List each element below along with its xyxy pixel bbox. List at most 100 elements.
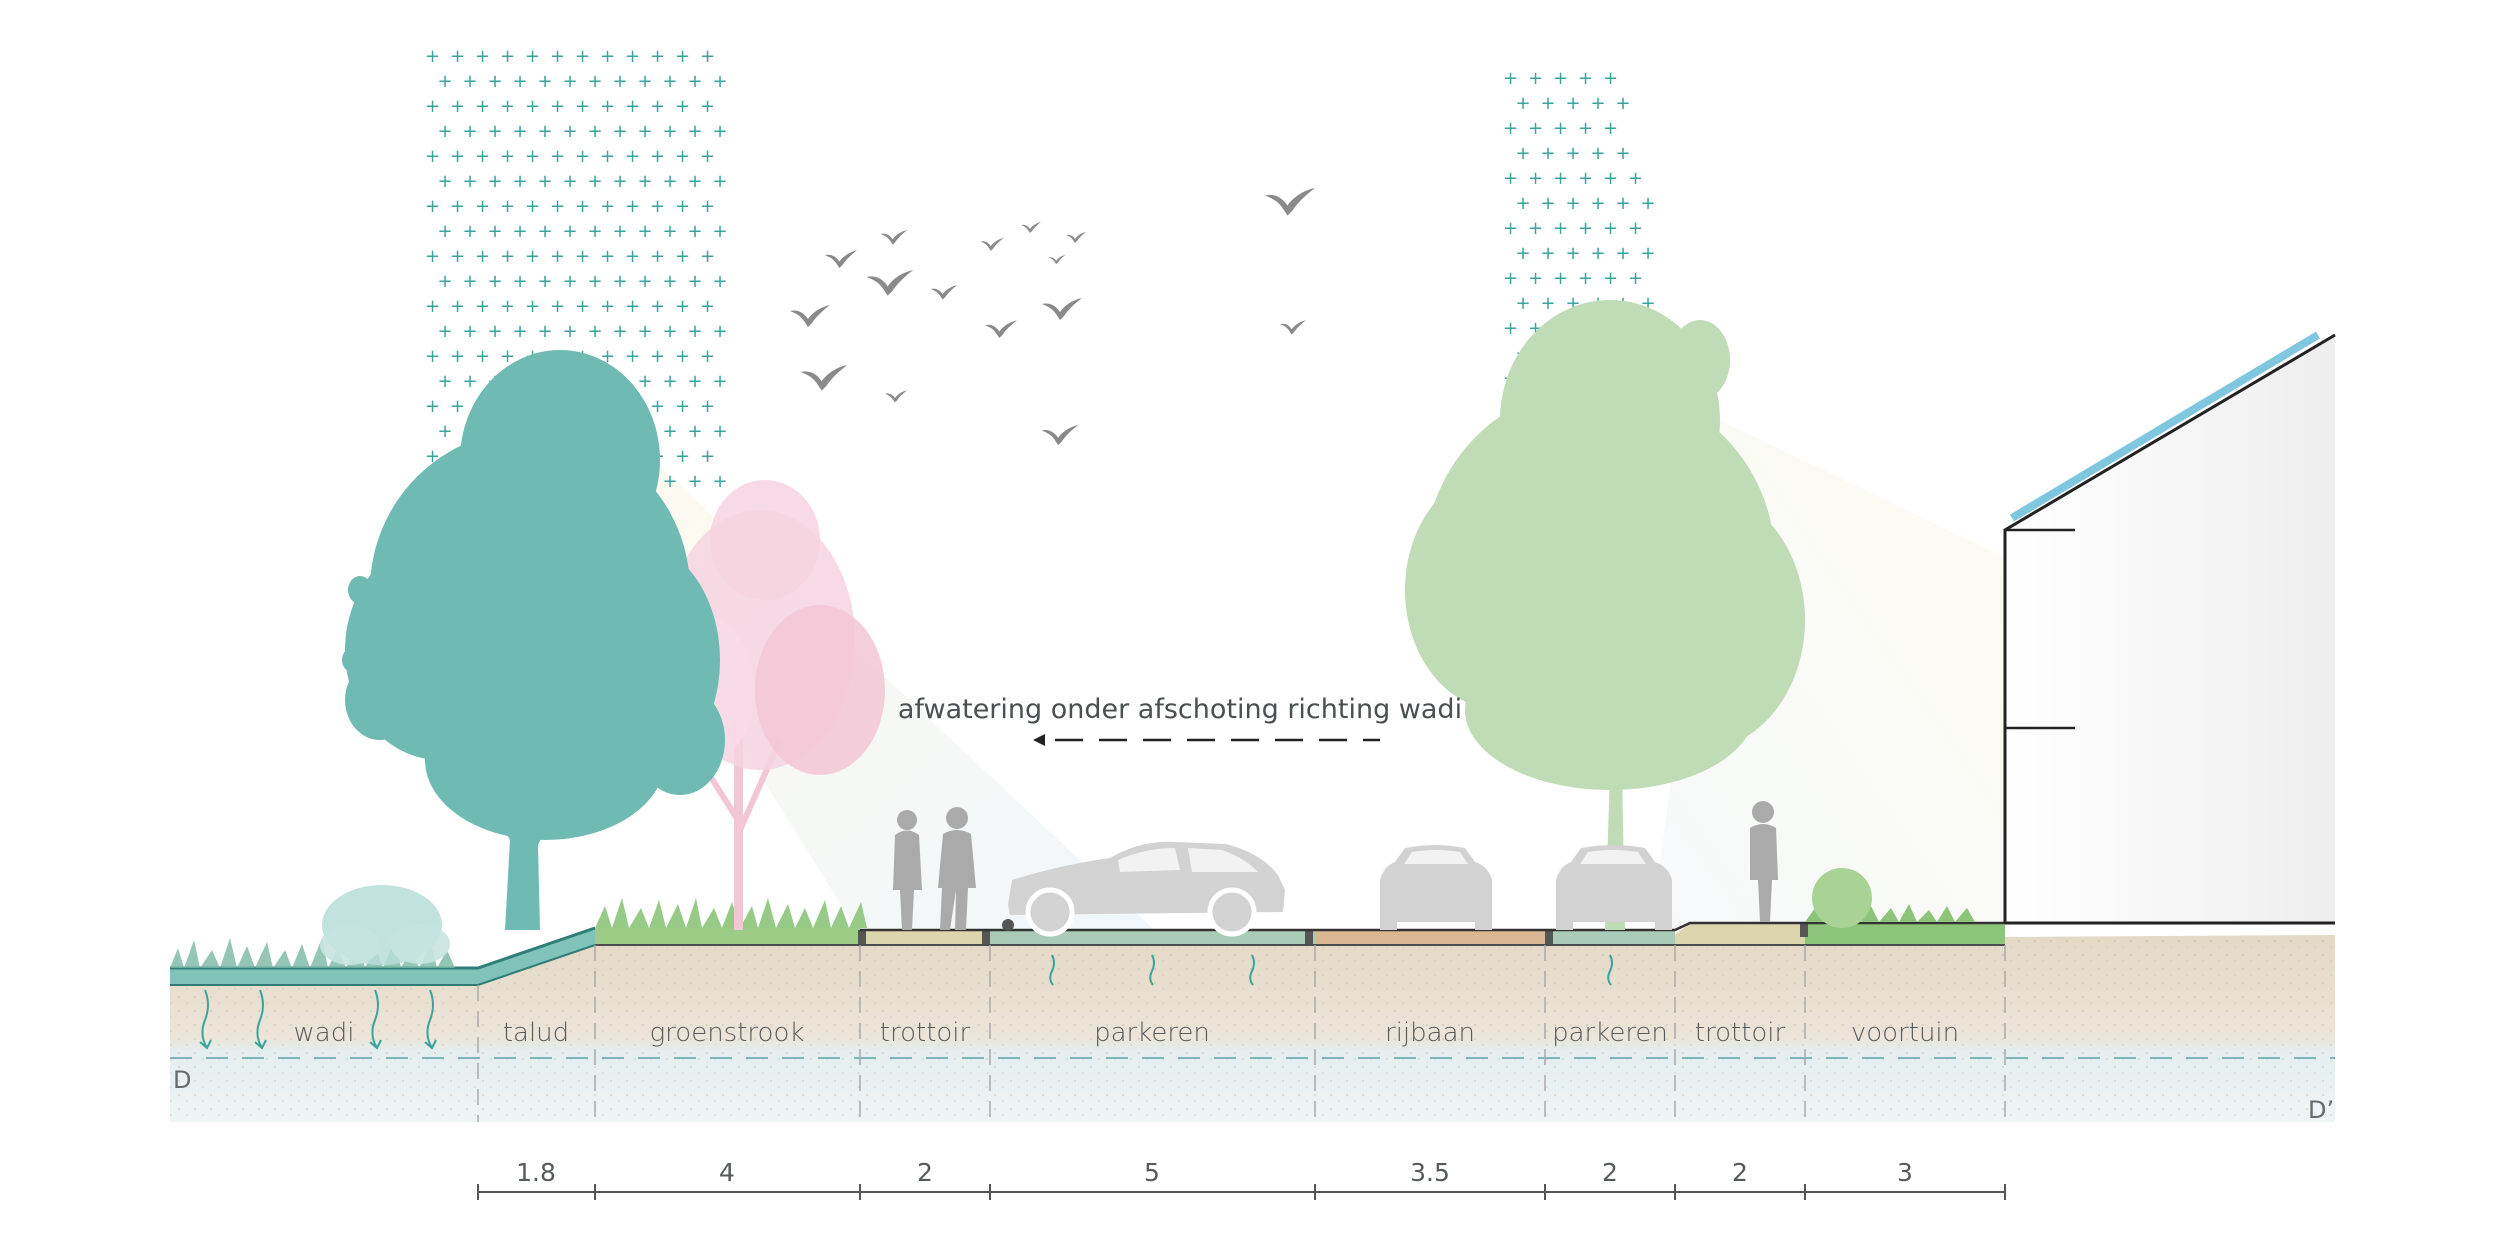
plus-mark: + [538, 171, 553, 192]
plus-mark: + [563, 271, 578, 292]
plus-mark: + [713, 421, 728, 442]
plus-mark: + [638, 221, 653, 242]
trottoir-left-surface [860, 930, 990, 945]
plus-mark: + [538, 221, 553, 242]
plus-mark: + [463, 71, 478, 92]
plus-mark: + [488, 321, 503, 342]
plus-mark: + [675, 146, 690, 167]
plus-mark: + [475, 296, 490, 317]
plus-mark: + [563, 121, 578, 142]
bird-icon [1021, 222, 1041, 233]
plus-mark: + [1591, 93, 1606, 114]
plus-mark: + [1528, 68, 1543, 89]
plus-mark: + [575, 196, 590, 217]
plus-mark: + [513, 221, 528, 242]
plus-mark: + [1503, 218, 1518, 239]
plus-mark: + [600, 196, 615, 217]
plus-mark: + [675, 196, 690, 217]
car-icon [1556, 845, 1672, 930]
plus-mark: + [463, 121, 478, 142]
plus-mark: + [1528, 168, 1543, 189]
plus-mark: + [1628, 168, 1643, 189]
dimension-voortuin: 3 [1897, 1158, 1913, 1187]
plus-mark: + [1641, 243, 1656, 264]
plus-mark: + [500, 146, 515, 167]
zone-label-wadi: wadi [294, 1018, 355, 1048]
dimension-talud: 1.8 [516, 1158, 556, 1187]
plus-mark: + [425, 96, 440, 117]
solar-panel [2009, 331, 2321, 522]
plus-mark: + [438, 121, 453, 142]
plus-mark: + [575, 146, 590, 167]
plus-mark: + [1516, 93, 1531, 114]
dimension-trottoir-left: 2 [917, 1158, 933, 1187]
plus-mark: + [525, 196, 540, 217]
plus-mark: + [438, 421, 453, 442]
plus-mark: + [613, 71, 628, 92]
parkeren-right-surface [1545, 930, 1675, 945]
plus-mark: + [1553, 168, 1568, 189]
plus-mark: + [450, 196, 465, 217]
plus-mark: + [688, 321, 703, 342]
plus-mark: + [463, 171, 478, 192]
plus-mark: + [700, 46, 715, 67]
zone-label-groenstrook: groenstrook [650, 1018, 805, 1048]
plus-mark: + [475, 346, 490, 367]
plus-mark: + [688, 221, 703, 242]
plus-mark: + [1591, 193, 1606, 214]
plus-mark: + [538, 321, 553, 342]
plus-mark: + [625, 246, 640, 267]
plus-mark: + [513, 121, 528, 142]
plus-mark: + [1566, 93, 1581, 114]
plus-mark: + [425, 146, 440, 167]
plus-mark: + [425, 396, 440, 417]
plus-mark: + [575, 46, 590, 67]
section-marker-start: D [173, 1066, 191, 1094]
soil-profile [170, 935, 2335, 1122]
plus-mark: + [575, 246, 590, 267]
plus-mark: + [638, 121, 653, 142]
bird-icon [885, 390, 907, 403]
plus-mark: + [1616, 243, 1631, 264]
plus-mark: + [650, 196, 665, 217]
plus-mark: + [625, 296, 640, 317]
bird-icon [825, 250, 857, 268]
plus-mark: + [713, 371, 728, 392]
plus-mark: + [550, 196, 565, 217]
plus-mark: + [625, 346, 640, 367]
plus-mark: + [1578, 68, 1593, 89]
plus-mark: + [538, 121, 553, 142]
plus-mark: + [450, 396, 465, 417]
bird-icon [1042, 298, 1082, 320]
plus-mark: + [650, 146, 665, 167]
plus-mark: + [1578, 118, 1593, 139]
plus-mark: + [713, 271, 728, 292]
dimension-line: 1.8 4 2 5 3.5 2 2 3 [477, 1158, 2006, 1200]
plus-mark: + [625, 196, 640, 217]
plus-mark: + [688, 171, 703, 192]
plus-mark: + [675, 296, 690, 317]
plus-mark: + [1566, 243, 1581, 264]
plus-mark: + [1603, 68, 1618, 89]
dimension-trottoir-right: 2 [1732, 1158, 1748, 1187]
plus-mark: + [613, 271, 628, 292]
plus-mark: + [1541, 293, 1556, 314]
plus-mark: + [700, 196, 715, 217]
plus-mark: + [600, 296, 615, 317]
shrub-voortuin [1812, 868, 1872, 928]
plus-mark: + [1503, 268, 1518, 289]
plus-mark: + [688, 421, 703, 442]
plus-mark: + [525, 246, 540, 267]
bird-icon [866, 270, 914, 296]
plus-mark: + [550, 296, 565, 317]
person-icon [938, 807, 976, 930]
plus-mark: + [1591, 243, 1606, 264]
plus-mark: + [613, 321, 628, 342]
plus-mark: + [675, 96, 690, 117]
plus-mark: + [625, 96, 640, 117]
plus-mark: + [425, 246, 440, 267]
plus-mark: + [713, 221, 728, 242]
bird-icon [1265, 188, 1315, 216]
plus-mark: + [450, 246, 465, 267]
